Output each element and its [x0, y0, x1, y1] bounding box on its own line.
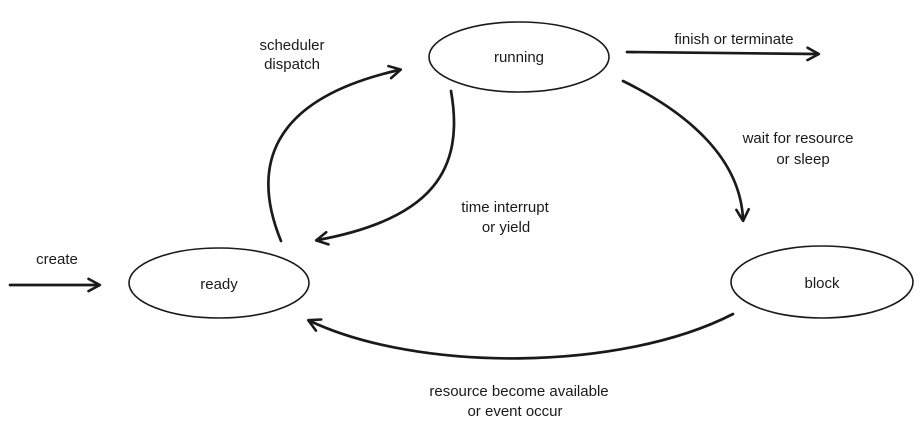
node-running-ellipse: [428, 21, 610, 93]
edge-time-interrupt-arrow: [314, 89, 456, 246]
svg-text:time interrupt: time interrupt: [461, 199, 549, 216]
edge-scheduler-dispatch-arrow: [267, 64, 403, 243]
edge-finish-or-terminate-arrow: [625, 46, 821, 62]
svg-text:or yield: or yield: [482, 219, 530, 236]
edge-wait-for-resource-label: wait for resource or sleep: [742, 130, 854, 168]
svg-text:or sleep: or sleep: [776, 151, 829, 168]
node-block: block: [730, 245, 914, 319]
node-running-label: running: [494, 49, 544, 66]
edge-finish-or-terminate-label: finish or terminate: [674, 31, 793, 48]
edge-resource-available-label: resource become available or event occur: [429, 383, 608, 420]
edge-scheduler-dispatch-label: scheduler dispatch: [259, 37, 324, 73]
svg-text:dispatch: dispatch: [264, 56, 320, 73]
svg-text:or event occur: or event occur: [467, 403, 562, 420]
edge-create-label: create: [36, 251, 78, 268]
node-block-label: block: [804, 275, 840, 292]
node-running: running: [428, 21, 610, 93]
node-block-ellipse: [730, 245, 914, 319]
svg-text:scheduler: scheduler: [259, 37, 324, 54]
node-ready-label: ready: [200, 276, 238, 293]
edge-wait-for-resource-arrow: [621, 79, 750, 223]
node-ready-ellipse: [128, 247, 310, 319]
svg-text:resource become available: resource become available: [429, 383, 608, 400]
edge-time-interrupt-label: time interrupt or yield: [461, 199, 549, 236]
edge-resource-available-arrow: [306, 312, 735, 360]
node-ready: ready: [128, 247, 310, 319]
svg-text:wait for resource: wait for resource: [742, 130, 854, 147]
